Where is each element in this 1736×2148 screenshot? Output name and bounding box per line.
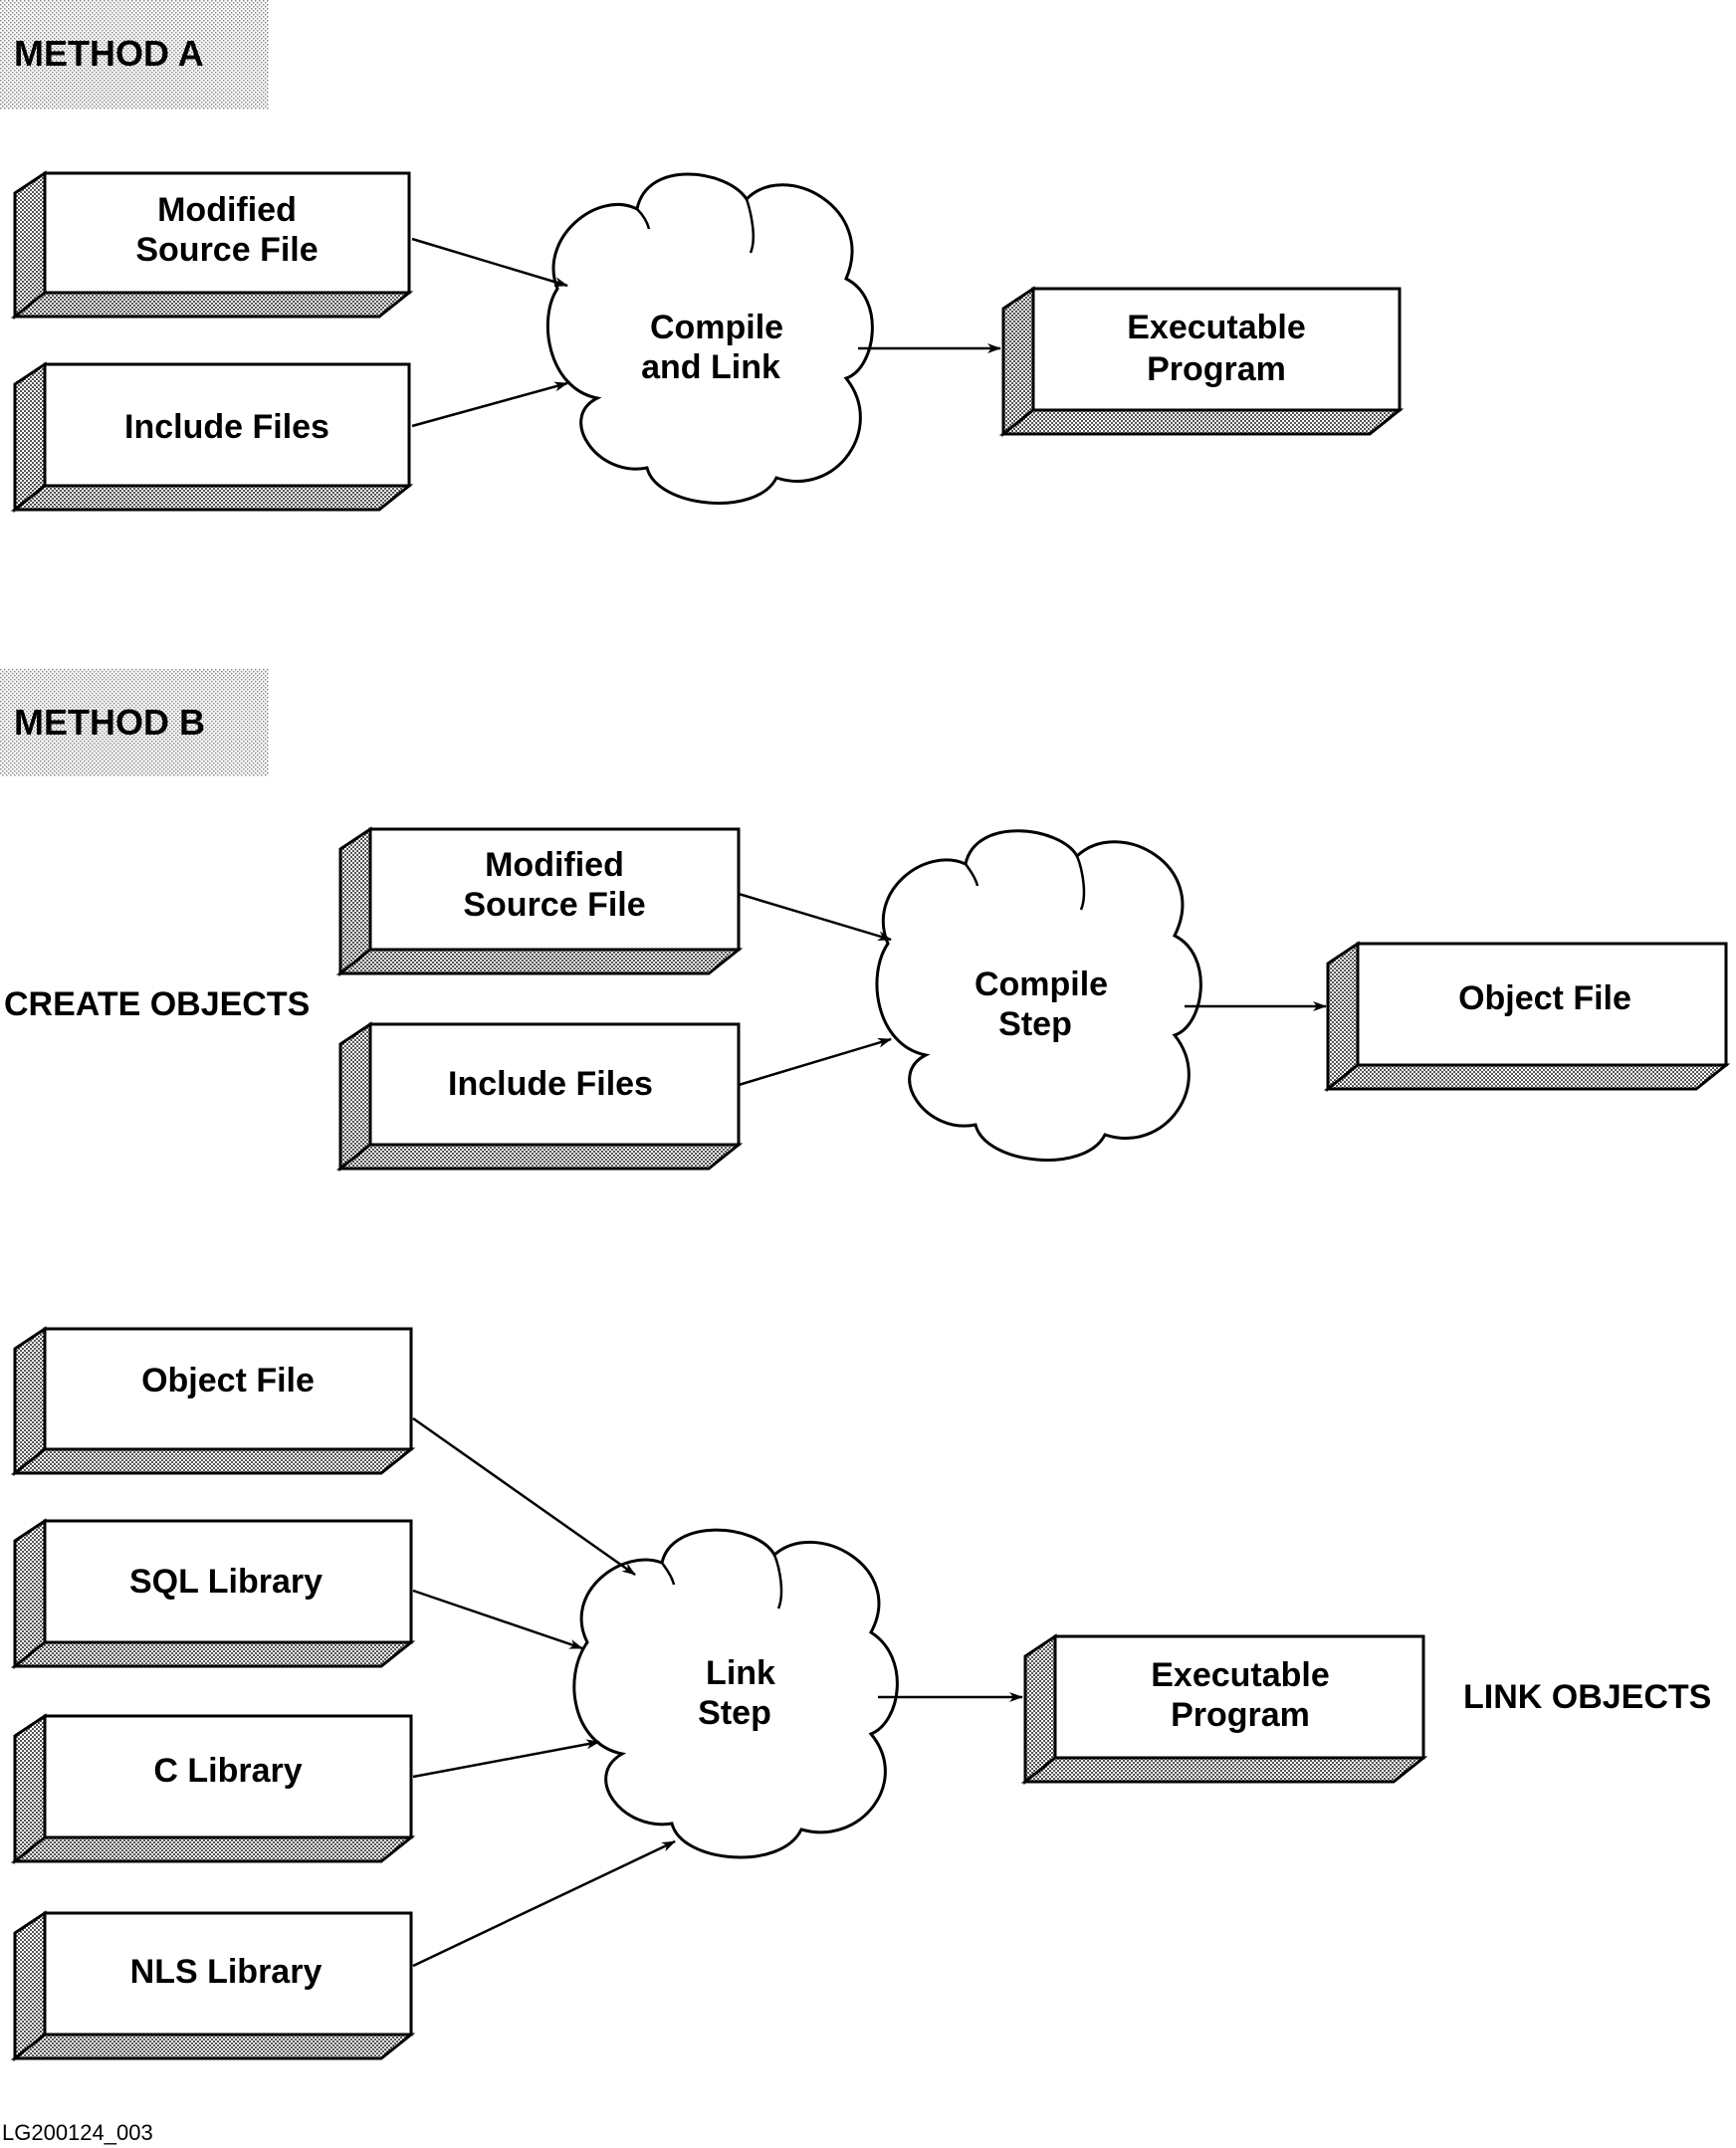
- method-a-heading: METHOD A: [0, 0, 269, 109]
- box-label-line1: Modified: [157, 191, 297, 229]
- cloud-label-line2: Step: [998, 1005, 1072, 1043]
- box-label: Include Files: [124, 408, 329, 446]
- arrow: [412, 1416, 636, 1577]
- arrow: [411, 381, 568, 428]
- link-input-sql-library: SQL Library: [10, 1518, 416, 1670]
- create-objects-label: CREATE OBJECTS: [4, 985, 310, 1023]
- box-label: Object File: [141, 1362, 315, 1399]
- box-label-line1: Executable: [1151, 1656, 1330, 1694]
- method-a-process-cloud: Compile and Link: [545, 172, 874, 505]
- link-objects-label: LINK OBJECTS: [1463, 1678, 1711, 1716]
- link-output-executable: Executable Program: [1020, 1633, 1428, 1786]
- method-a-input-include-files: Include Files: [10, 361, 414, 514]
- box-label: NLS Library: [130, 1953, 323, 1991]
- box-label-line1: Modified: [485, 846, 624, 884]
- method-a-input-modified-source: Modified Source File: [10, 170, 414, 321]
- arrow: [412, 1839, 676, 1968]
- method-b-heading: METHOD B: [0, 669, 269, 776]
- arrow: [412, 1739, 600, 1779]
- box-label-line2: Source File: [463, 886, 645, 924]
- box-label-line1: Executable: [1127, 309, 1306, 346]
- box-label-line2: Program: [1171, 1696, 1310, 1734]
- cloud-label-line1: Link: [706, 1654, 775, 1692]
- arrow: [738, 892, 892, 942]
- figure-id: LG200124_003: [2, 2120, 153, 2145]
- method-b-input-modified-source: Modified Source File: [335, 826, 744, 977]
- cloud-label-line2: Step: [698, 1694, 771, 1732]
- method-b-input-include-files: Include Files: [335, 1021, 744, 1173]
- method-a-heading-text: METHOD A: [14, 33, 204, 74]
- box-label: Include Files: [448, 1065, 653, 1103]
- link-input-c-library: C Library: [10, 1713, 416, 1865]
- compile-step-cloud: Compile Step: [875, 829, 1202, 1162]
- method-a-output-executable: Executable Program: [998, 286, 1405, 438]
- cloud-label-line1: Compile: [975, 966, 1108, 1003]
- box-label-line2: Source File: [135, 231, 318, 269]
- cloud-label-line1: Compile: [650, 309, 783, 346]
- method-b-heading-text: METHOD B: [14, 702, 205, 743]
- link-input-object-file: Object File: [10, 1326, 416, 1477]
- arrow: [738, 1037, 892, 1087]
- arrow: [412, 1589, 583, 1650]
- box-label-line2: Program: [1147, 350, 1286, 388]
- link-step-cloud: Link Step: [572, 1528, 899, 1859]
- arrow: [411, 237, 568, 288]
- cloud-label-line2: and Link: [641, 348, 780, 386]
- box-label: SQL Library: [129, 1563, 323, 1601]
- box-label: Object File: [1458, 979, 1631, 1017]
- box-label: C Library: [153, 1752, 302, 1790]
- method-b-output-object-file: Object File: [1323, 941, 1731, 1093]
- link-input-nls-library: NLS Library: [10, 1910, 416, 2062]
